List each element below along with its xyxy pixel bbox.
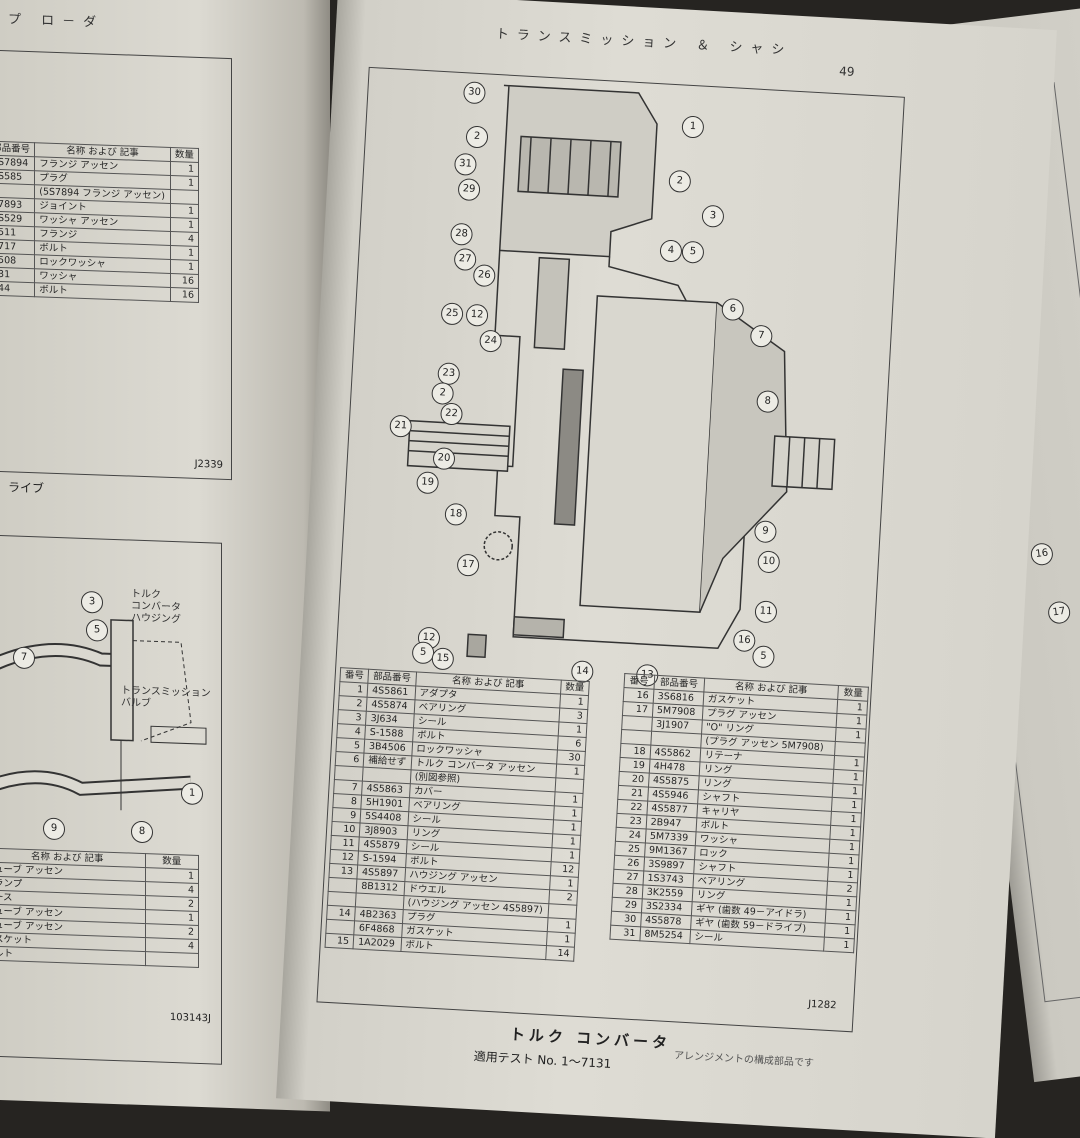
callout-8: 8 bbox=[131, 821, 153, 844]
cell-part: S511 bbox=[0, 225, 35, 241]
cell-qty: 1 bbox=[552, 820, 581, 836]
cell-qty: 2 bbox=[549, 890, 578, 906]
cell-qty: 1 bbox=[170, 245, 198, 260]
figure-ref: J1282 bbox=[808, 999, 837, 1012]
cell-part: 5S529 bbox=[0, 211, 35, 227]
cell-part: 1717 bbox=[0, 239, 35, 255]
cell-qty: 1 bbox=[547, 918, 576, 934]
figure-subcaption: 適用テスト No. 1～7131 bbox=[473, 1047, 611, 1072]
cell-qty: 3 bbox=[559, 708, 588, 724]
cell-no: 14 bbox=[327, 905, 356, 921]
callout-9: 9 bbox=[43, 818, 65, 841]
callout-5: 5 bbox=[86, 619, 108, 642]
back-callout-17: 17 bbox=[1047, 600, 1072, 625]
cell-part: 5S7894 bbox=[0, 155, 35, 171]
col-no-header: 番号 bbox=[624, 674, 654, 690]
cell-qty bbox=[170, 189, 198, 204]
col-qty-header: 数量 bbox=[838, 686, 868, 702]
cell-qty: 1 bbox=[170, 175, 198, 190]
cell-no: 4 bbox=[337, 724, 366, 740]
cell-qty bbox=[555, 778, 584, 794]
cell-qty: 1 bbox=[546, 932, 575, 948]
cell-qty: 1 bbox=[554, 792, 583, 808]
cell-qty: 4 bbox=[170, 231, 198, 246]
cell-no bbox=[328, 877, 357, 893]
cell-no: 2 bbox=[338, 696, 367, 712]
cell-qty: 14 bbox=[545, 946, 574, 962]
torque-converter-drawing bbox=[336, 68, 904, 697]
trans-valve-label: トランスミッション バルブ bbox=[121, 685, 211, 712]
cell-qty bbox=[548, 904, 577, 920]
cell-qty: 6 bbox=[557, 736, 586, 752]
cell-no: 3 bbox=[338, 710, 367, 726]
cell-no bbox=[326, 919, 355, 935]
right-page: トランスミッション ＆ シャシ 49 bbox=[276, 0, 1057, 1138]
callout-1: 1 bbox=[181, 782, 203, 805]
cell-part: 8M5254 bbox=[640, 927, 691, 944]
cell-qty: 1 bbox=[824, 937, 854, 953]
cell-no: 1 bbox=[339, 682, 368, 698]
cell-qty: 16 bbox=[170, 273, 198, 288]
cell-qty: 1 bbox=[553, 806, 582, 822]
cell-qty: 12 bbox=[550, 862, 579, 878]
cell-no: 11 bbox=[331, 835, 360, 851]
cell-no: 9 bbox=[332, 807, 361, 823]
cell-qty: 16 bbox=[170, 287, 198, 302]
torque-housing-label: トルク コンバータ ハウジング bbox=[131, 589, 181, 627]
col-qty-header: 数量 bbox=[170, 147, 198, 162]
col-qty-header: 数量 bbox=[560, 680, 589, 696]
cell-no bbox=[327, 891, 356, 907]
cell-qty: 1 bbox=[558, 722, 587, 738]
cell-qty: 1 bbox=[170, 259, 198, 274]
cell-qty: 1 bbox=[170, 203, 198, 218]
cell-no: 8 bbox=[333, 794, 362, 810]
cell-no bbox=[334, 766, 363, 782]
col-part-header: 部品番号 bbox=[0, 141, 35, 157]
cell-qty bbox=[145, 952, 198, 968]
cell-part: S7893 bbox=[0, 197, 35, 213]
figure-subcaption-tail: アレンジメントの構成部品です bbox=[674, 1046, 815, 1069]
back-callout-16: 16 bbox=[1030, 542, 1055, 567]
cell-part: 144 bbox=[0, 281, 35, 297]
cell-no: 7 bbox=[334, 780, 363, 796]
bottom-diagram-frame: トルク コンバータ ハウジング トランスミッション バルブ 3 5 7 1 9 … bbox=[0, 535, 222, 1065]
cell-qty: 1 bbox=[552, 834, 581, 850]
cell-no: 5 bbox=[336, 738, 365, 754]
col-no-header: 番号 bbox=[340, 668, 369, 684]
cell-qty: 30 bbox=[556, 750, 585, 766]
cell-no: 31 bbox=[610, 925, 640, 941]
cell-no: 12 bbox=[330, 849, 359, 865]
cell-part: 3S585 bbox=[0, 169, 35, 185]
figure-ref-top: J2339 bbox=[195, 459, 223, 471]
cell-qty: 1 bbox=[560, 694, 589, 710]
right-page-number: 49 bbox=[839, 64, 855, 79]
cell-qty: 1 bbox=[551, 848, 580, 864]
cell-no: 13 bbox=[329, 863, 358, 879]
cell-qty: 1 bbox=[170, 161, 198, 176]
cell-no: 15 bbox=[325, 933, 354, 949]
callout-3: 3 bbox=[81, 591, 103, 614]
cell-part bbox=[0, 183, 35, 199]
cell-no: 6 bbox=[335, 752, 364, 768]
cell-part: 1A2029 bbox=[353, 935, 401, 952]
cell-part: 4508 bbox=[0, 253, 35, 269]
section-label: ライブ bbox=[8, 478, 44, 496]
figure-ref-bottom: 103143J bbox=[170, 1012, 211, 1024]
figure-caption: トルク コンバータ bbox=[509, 1023, 671, 1053]
cell-no: 10 bbox=[331, 821, 360, 837]
cell-qty: 1 bbox=[170, 217, 198, 232]
right-page-header: トランスミッション ＆ シャシ bbox=[495, 23, 793, 59]
callout-7: 7 bbox=[13, 646, 35, 669]
left-page-header: プ ロ－ダ bbox=[8, 8, 104, 30]
cell-qty: 1 bbox=[549, 876, 578, 892]
cell-qty: 1 bbox=[556, 764, 585, 780]
cell-part: 531 bbox=[0, 267, 35, 283]
